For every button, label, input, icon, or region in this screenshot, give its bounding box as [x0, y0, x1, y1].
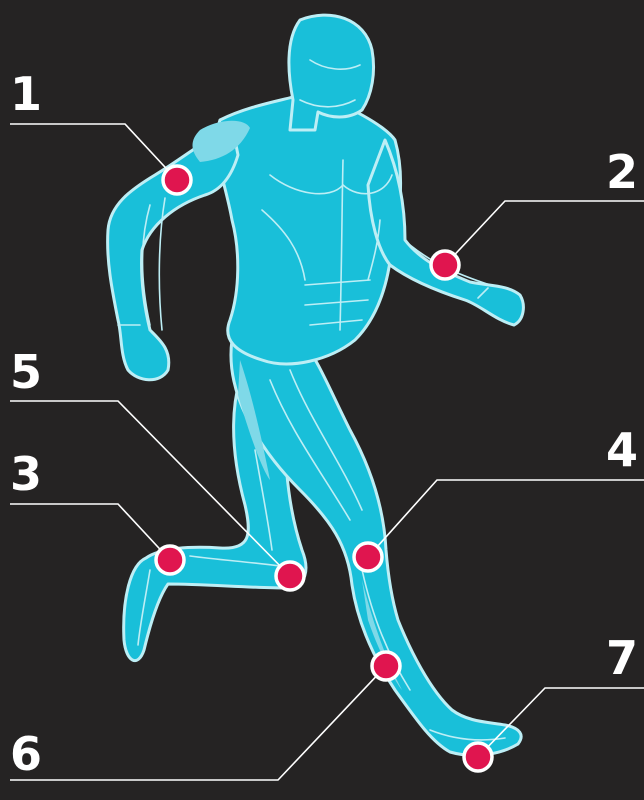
- marker-dot-7: [464, 743, 492, 771]
- marker-label-5: 5: [10, 345, 42, 399]
- marker-dot-3: [156, 546, 184, 574]
- marker-dot-6: [372, 652, 400, 680]
- marker-label-7: 7: [606, 631, 638, 685]
- marker-label-1: 1: [10, 67, 42, 121]
- marker-label-4: 4: [606, 423, 638, 477]
- marker-label-3: 3: [10, 447, 42, 501]
- marker-label-2: 2: [606, 145, 638, 199]
- marker-dot-2: [431, 251, 459, 279]
- marker-dot-1: [163, 166, 191, 194]
- marker-dot-4: [354, 543, 382, 571]
- marker-label-6: 6: [10, 727, 42, 781]
- marker-dot-5: [276, 562, 304, 590]
